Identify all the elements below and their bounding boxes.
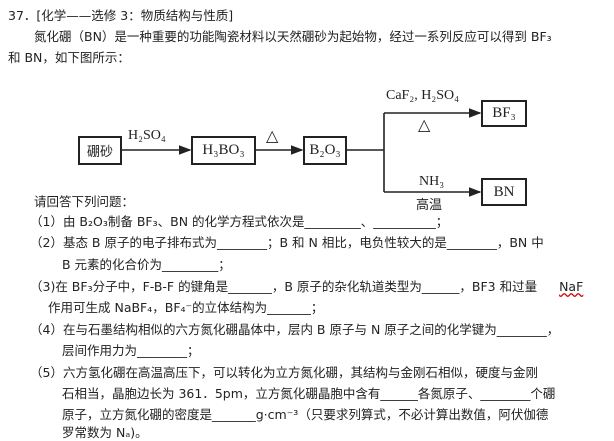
question-5-line-2: 石相当，晶胞边长为 361．5pm，立方氮化硼晶胞中含有______各氮原子、_… <box>62 386 556 401</box>
question-title: 37．[化学——选修 3：物质结构与性质] <box>8 8 234 23</box>
caf2-h2so4-label: CaF₂, H₂SO₄ <box>386 88 459 103</box>
h2so4-label: H₂SO₄ <box>128 128 166 143</box>
h3bo3-box: H₃BO₃ <box>191 136 256 165</box>
question-3-line-1: （3)在 BF₃分子中，F-B-F 的键角是_______，B 原子的杂化轨道类… <box>30 279 583 295</box>
question-5-line-4: 罗常数为 Nₐ)。 <box>62 425 148 440</box>
borax-box: 硼砂 <box>78 136 122 165</box>
question-3-line-2: 作用可生成 NaBF₄，BF₄⁻的立体结构为_______； <box>48 300 324 315</box>
heat-symbol: △ <box>266 128 279 145</box>
question-2-line-1: （2）基态 B 原子的电子排布式为________；B 和 N 相比，电负性较大… <box>30 235 544 250</box>
question-4-line-1: （4）在与石墨结构相似的六方氮化硼晶体中，层内 B 原子与 N 原子之间的化学键… <box>30 322 560 337</box>
intro-line-1: 氮化硼（BN）是一种重要的功能陶瓷材料以天然硼砂为起始物，经过一系列反应可以得到… <box>34 29 552 44</box>
naf-text: NaF <box>559 279 584 294</box>
question-2-line-2: B 元素的化合价为_________； <box>62 257 231 272</box>
heat-symbol-upper: △ <box>418 117 431 134</box>
bf3-box: BF₃ <box>481 100 527 127</box>
bn-box: BN <box>481 178 527 206</box>
question-3-text: （3)在 BF₃分子中，F-B-F 的键角是_______，B 原子的杂化轨道类… <box>30 279 538 294</box>
question-5-line-1: （5）六方氢化硼在高温高压下，可以转化为立方氮化硼，其结构与金刚石相似，硬度与金… <box>30 365 538 380</box>
question-1: （1）由 B₂O₃制备 BF₃、BN 的化学方程式依次是_________、__… <box>30 214 449 229</box>
b2o3-box: B₂O₃ <box>303 136 347 165</box>
intro-line-2: 和 BN，如下图所示： <box>8 50 130 65</box>
question-4-line-2: 层间作用力为________； <box>62 343 200 358</box>
high-temp-label: 高温 <box>416 198 443 213</box>
prompt: 请回答下列问题： <box>34 194 135 209</box>
nh3-label: NH₃ <box>419 174 445 189</box>
question-5-line-3: 原子，立方氮化硼的密度是_______g·cm⁻³（只要求列算式，不必计算出数值… <box>62 407 549 422</box>
